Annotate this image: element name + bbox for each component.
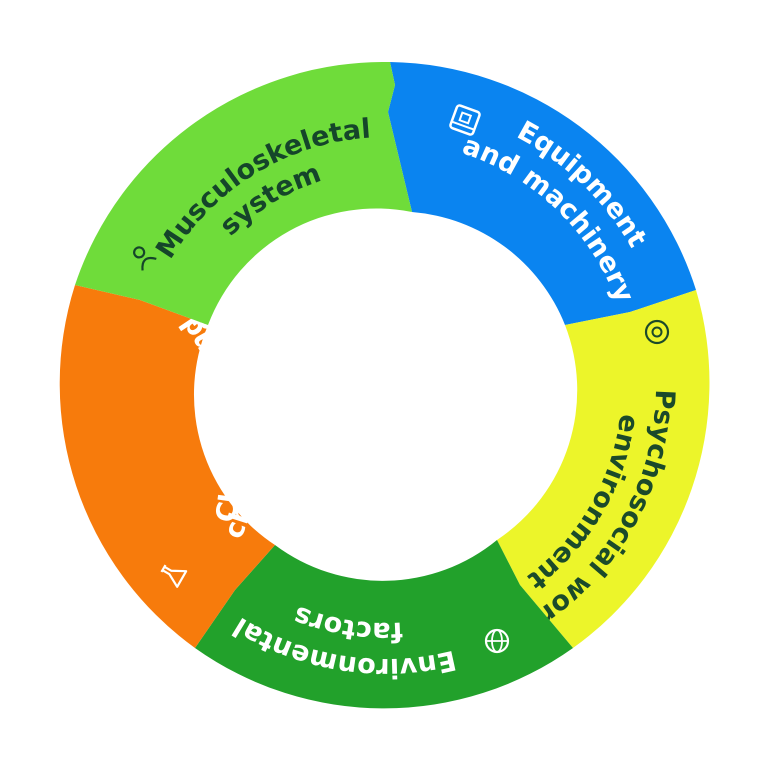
machine-icon [449, 104, 481, 136]
segment-chemicals: Chemicals and chemical hazards [59, 285, 275, 648]
eye-icon [644, 319, 670, 345]
segment-environmental: Environmental factors [195, 540, 573, 709]
segment-psychosocial: Psychosocial work environment [497, 290, 710, 648]
segment-equipment-band [388, 62, 696, 325]
segment-equipment: Equipment and machinery [388, 62, 696, 325]
segment-environmental-band [195, 540, 573, 709]
flask-icon [160, 564, 188, 588]
segment-chemicals-band [59, 285, 275, 648]
person-icon [133, 246, 157, 271]
segment-musculoskeletal-band [75, 61, 412, 325]
segment-musculoskeletal: Musculoskeletal system [75, 61, 412, 325]
globe-icon [484, 628, 510, 654]
segment-psychosocial-band [497, 290, 710, 648]
